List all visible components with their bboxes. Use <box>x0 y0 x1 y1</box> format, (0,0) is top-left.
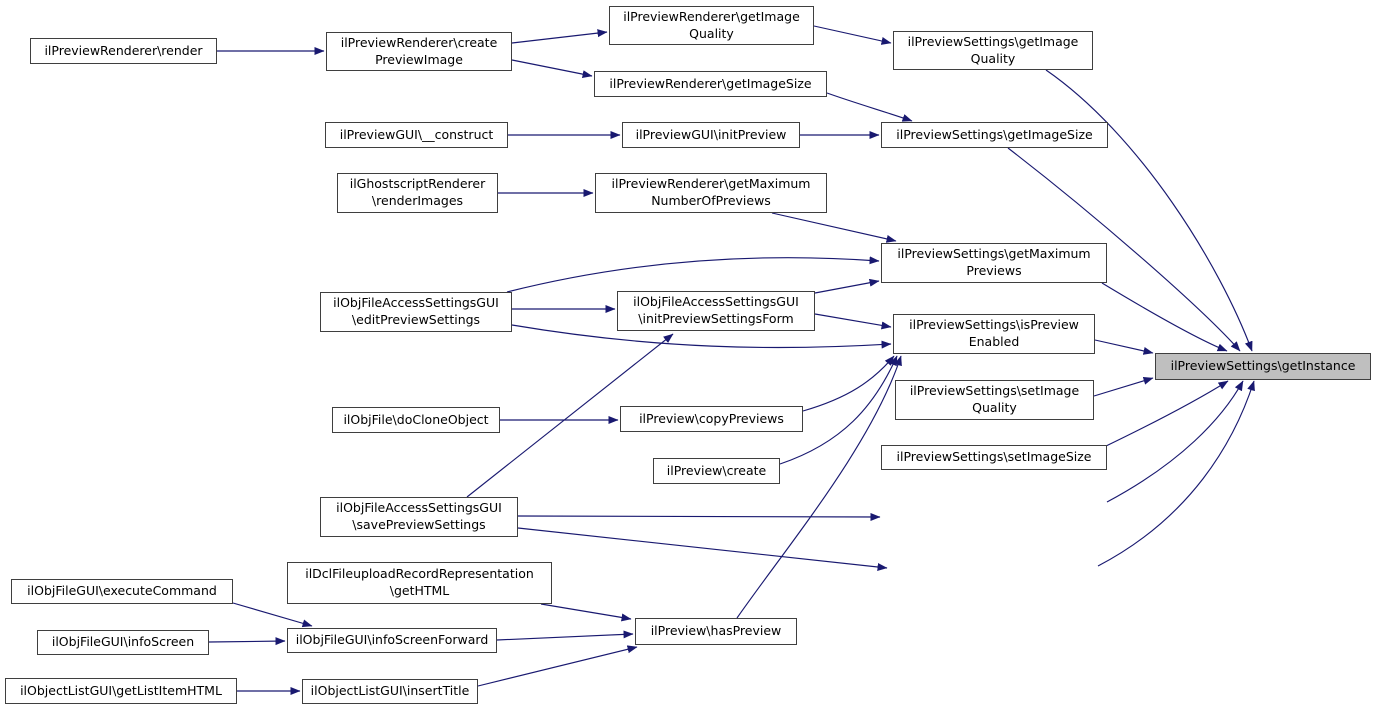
node-label: ilPreviewSettings\isPreview Enabled <box>909 317 1079 349</box>
edge-settings-get-image-size--settings-get-instance <box>1007 147 1241 352</box>
node-renderer-render[interactable]: ilPreviewRenderer\render <box>30 38 217 64</box>
node-label: ilPreviewSettings\getImageSize <box>896 126 1093 142</box>
edge-preview-create--settings-is-preview-enabled <box>779 355 898 465</box>
node-label: ilObjectListGUI\getListItemHTML <box>20 682 222 698</box>
node-label: ilPreviewGUI\initPreview <box>635 126 787 142</box>
edge-execute-command--info-screen-forward <box>232 602 313 628</box>
edge-save-preview-settings--settings-set-preview-enabled <box>517 527 888 571</box>
edge-settings-set-image-size--settings-get-instance <box>1103 380 1229 448</box>
node-insert-title[interactable]: ilObjectListGUI\insertTitle <box>302 679 478 704</box>
edge-copy-previews--settings-is-preview-enabled <box>802 355 895 412</box>
node-renderer-get-image-size[interactable]: ilPreviewRenderer\getImageSize <box>594 71 827 97</box>
edge-renderer-create-preview-image--renderer-get-image-size <box>511 59 593 79</box>
node-label: ilObjFileGUI\infoScreenForward <box>295 632 489 648</box>
node-gui-construct[interactable]: ilPreviewGUI\__construct <box>325 122 508 148</box>
edge-save-preview-settings--settings-set-maximum-previews <box>517 512 881 521</box>
edge-renderer-get-image-size--settings-get-image-size <box>826 92 913 122</box>
edge-renderer-get-maximum-number-of-previews--settings-get-maximum-previews <box>771 212 897 243</box>
node-label: ilPreviewGUI\__construct <box>339 126 494 142</box>
node-copy-previews[interactable]: ilPreview\copyPreviews <box>620 406 803 432</box>
node-renderer-get-image-quality[interactable]: ilPreviewRenderer\getImage Quality <box>609 6 814 45</box>
node-label: ilObjectListGUI\insertTitle <box>310 683 470 699</box>
node-info-screen[interactable]: ilObjFileGUI\infoScreen <box>37 630 209 655</box>
edge-settings-set-image-quality--settings-get-instance <box>1093 376 1154 397</box>
node-settings-set-image-quality[interactable]: ilPreviewSettings\setImage Quality <box>895 380 1094 420</box>
node-label: ilPreviewRenderer\create PreviewImage <box>340 34 498 67</box>
node-renderer-get-maximum-number-of-previews[interactable]: ilPreviewRenderer\getMaximum NumberOfPre… <box>595 173 827 213</box>
node-label: ilPreviewRenderer\render <box>44 42 203 58</box>
node-label: ilObjFileAccessSettingsGUI \initPreviewS… <box>633 294 799 326</box>
node-label: ilPreviewSettings\setImage Quality <box>909 383 1080 415</box>
node-label: ilPreviewSettings\getInstance <box>1170 358 1356 374</box>
node-has-preview[interactable]: ilPreview\hasPreview <box>635 618 797 645</box>
node-renderer-create-preview-image[interactable]: ilPreviewRenderer\create PreviewImage <box>326 32 512 71</box>
edge-renderer-get-image-quality--settings-get-image-quality <box>813 25 892 45</box>
node-label: ilPreview\hasPreview <box>650 623 782 639</box>
node-label: ilObjFileGUI\infoScreen <box>51 634 195 650</box>
node-label: ilPreviewSettings\getMaximum Previews <box>897 246 1091 278</box>
edge-settings-set-preview-enabled--settings-get-instance <box>1097 380 1255 567</box>
node-label: ilPreviewRenderer\getMaximum NumberOfPre… <box>611 176 811 208</box>
node-label: ilGhostscriptRenderer \renderImages <box>349 176 486 208</box>
edge-dcl-get-html--has-preview <box>540 603 632 622</box>
node-label: ilObjFileAccessSettingsGUI \editPreviewS… <box>333 295 499 327</box>
node-label: ilPreviewRenderer\getImage Quality <box>623 8 800 41</box>
node-settings-get-maximum-previews[interactable]: ilPreviewSettings\getMaximum Previews <box>881 243 1107 283</box>
edge-settings-get-image-quality--settings-get-instance <box>1045 69 1253 352</box>
node-label: ilDclFileuploadRecordRepresentation \get… <box>305 566 534 598</box>
edge-save-preview-settings--init-preview-settings-form <box>466 333 674 498</box>
node-init-preview-settings-form[interactable]: ilObjFileAccessSettingsGUI \initPreviewS… <box>617 291 815 331</box>
node-label: ilObjFileGUI\executeCommand <box>27 583 217 599</box>
edge-settings-is-preview-enabled--settings-get-instance <box>1094 339 1154 355</box>
node-label: ilPreview\create <box>666 462 767 478</box>
edge-init-preview-settings-form--settings-get-maximum-previews <box>814 278 880 294</box>
edge-insert-title--has-preview <box>477 645 638 687</box>
node-preview-create[interactable]: ilPreview\create <box>653 458 780 484</box>
edge-edit-preview-settings--settings-get-maximum-previews <box>506 256 880 293</box>
node-info-screen-forward[interactable]: ilObjFileGUI\infoScreenForward <box>287 628 497 653</box>
edge-edit-preview-settings--settings-is-preview-enabled <box>511 324 892 349</box>
edge-settings-get-maximum-previews--settings-get-instance <box>1101 282 1228 352</box>
node-dcl-get-html[interactable]: ilDclFileuploadRecordRepresentation \get… <box>287 562 552 604</box>
node-label: ilPreviewSettings\setImageSize <box>896 449 1092 465</box>
node-execute-command[interactable]: ilObjFileGUI\executeCommand <box>11 579 233 604</box>
node-edit-preview-settings[interactable]: ilObjFileAccessSettingsGUI \editPreviewS… <box>320 292 512 332</box>
edge-settings-set-maximum-previews--settings-get-instance <box>1106 380 1244 503</box>
node-label: ilPreviewRenderer\getImageSize <box>609 75 812 91</box>
edge-has-preview--settings-is-preview-enabled <box>736 355 902 619</box>
node-label: ilPreview\copyPreviews <box>639 410 784 426</box>
node-label: ilObjFileAccessSettingsGUI \savePreviewS… <box>336 500 502 532</box>
node-save-preview-settings[interactable]: ilObjFileAccessSettingsGUI \savePreviewS… <box>320 497 518 537</box>
graph-edges <box>208 25 1255 695</box>
node-do-clone-object[interactable]: ilObjFile\doCloneObject <box>332 407 500 433</box>
node-settings-get-image-quality[interactable]: ilPreviewSettings\getImage Quality <box>893 31 1093 70</box>
node-settings-get-instance: ilPreviewSettings\getInstance <box>1155 353 1371 380</box>
node-settings-is-preview-enabled[interactable]: ilPreviewSettings\isPreview Enabled <box>893 314 1095 354</box>
edge-renderer-create-preview-image--renderer-get-image-quality <box>511 29 608 44</box>
edge-info-screen--info-screen-forward <box>208 637 286 646</box>
node-get-list-item-html[interactable]: ilObjectListGUI\getListItemHTML <box>5 678 237 704</box>
node-settings-set-image-size[interactable]: ilPreviewSettings\setImageSize <box>881 445 1107 470</box>
node-label: ilObjFile\doCloneObject <box>343 411 489 427</box>
edge-init-preview-settings-form--settings-is-preview-enabled <box>814 313 892 330</box>
node-settings-get-image-size[interactable]: ilPreviewSettings\getImageSize <box>881 122 1108 148</box>
edge-info-screen-forward--has-preview <box>496 630 634 641</box>
node-gui-init-preview[interactable]: ilPreviewGUI\initPreview <box>622 122 800 148</box>
node-ghostscript-render-images[interactable]: ilGhostscriptRenderer \renderImages <box>337 173 498 213</box>
node-label: ilPreviewSettings\getImage Quality <box>907 33 1079 66</box>
